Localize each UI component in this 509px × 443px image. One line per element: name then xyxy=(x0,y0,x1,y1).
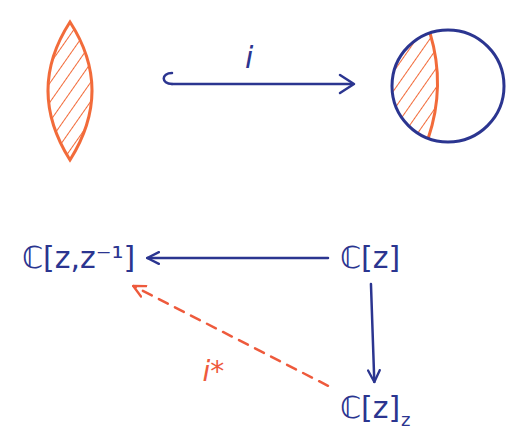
disc-outline xyxy=(392,30,504,142)
lune-region xyxy=(391,33,437,139)
inclusion-hook xyxy=(164,73,172,84)
ring-name: ℂ[z] xyxy=(340,240,400,275)
inclusion-arrow xyxy=(172,83,352,86)
lune-boundary xyxy=(428,33,438,139)
math-object: ℂ[z]z xyxy=(338,390,413,430)
arrow-head xyxy=(340,75,354,93)
map-label: i xyxy=(242,40,256,75)
morphism-arrow xyxy=(371,284,374,382)
morphism-arrow xyxy=(133,286,328,386)
math-object: ℂ[z] xyxy=(338,240,402,276)
math-object: ℂ[z,z⁻¹] xyxy=(20,240,137,276)
morphism-arrow xyxy=(147,257,328,260)
ring-name: ℂ[z,z⁻¹] xyxy=(22,240,135,275)
ring-name: ℂ[z] xyxy=(340,390,400,425)
lens-region xyxy=(48,22,92,160)
subscript: z xyxy=(401,409,410,430)
edge-label: i* xyxy=(199,355,227,388)
